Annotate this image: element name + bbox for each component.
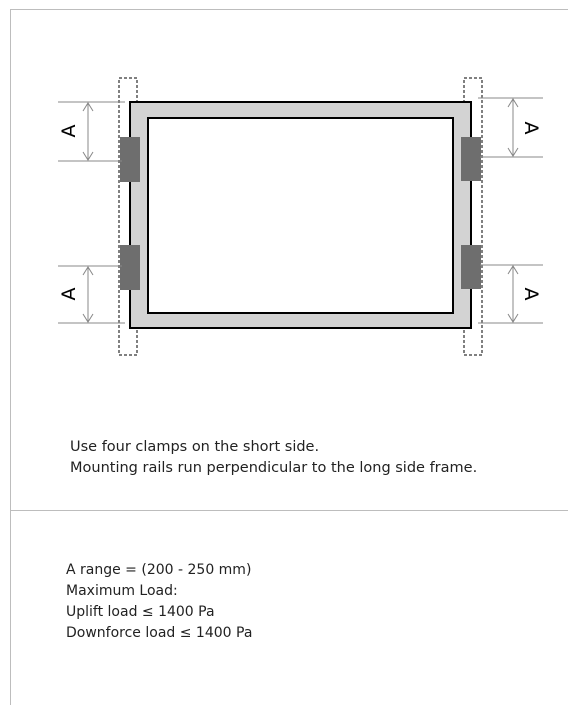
dimension-label-right-top: A	[520, 122, 542, 135]
dimension-label-left-top: A	[58, 125, 80, 138]
dimension-label-left-bottom: A	[58, 288, 80, 301]
dimension-left-bottom	[58, 265, 125, 324]
spec-a-range: A range = (200 - 250 mm)	[66, 562, 252, 578]
clamp-top-right	[461, 137, 481, 181]
clamp-top-left	[120, 137, 140, 182]
spec-max-load: Maximum Load:	[66, 583, 178, 599]
note-rails: Mounting rails run perpendicular to the …	[70, 460, 478, 476]
clamp-bottom-left	[120, 245, 140, 290]
dimension-label-right-bottom: A	[520, 288, 542, 301]
clamp-bottom-right	[461, 245, 481, 289]
panel-frame	[10, 9, 568, 705]
installation-notes: Use four clamps on the short side. Mount…	[70, 437, 477, 479]
dimension-left-top	[58, 101, 125, 162]
dimension-right-top	[478, 97, 543, 158]
module-inner-glass	[147, 117, 454, 314]
spec-uplift: Uplift load ≤ 1400 Pa	[66, 604, 215, 620]
spec-downforce: Downforce load ≤ 1400 Pa	[66, 625, 253, 641]
note-clamps: Use four clamps on the short side.	[70, 439, 320, 455]
load-specifications: A range = (200 - 250 mm) Maximum Load: U…	[66, 560, 252, 644]
clamp-diagram: A A A A	[58, 77, 543, 356]
dimension-right-bottom	[478, 264, 543, 324]
section-divider	[10, 510, 568, 511]
